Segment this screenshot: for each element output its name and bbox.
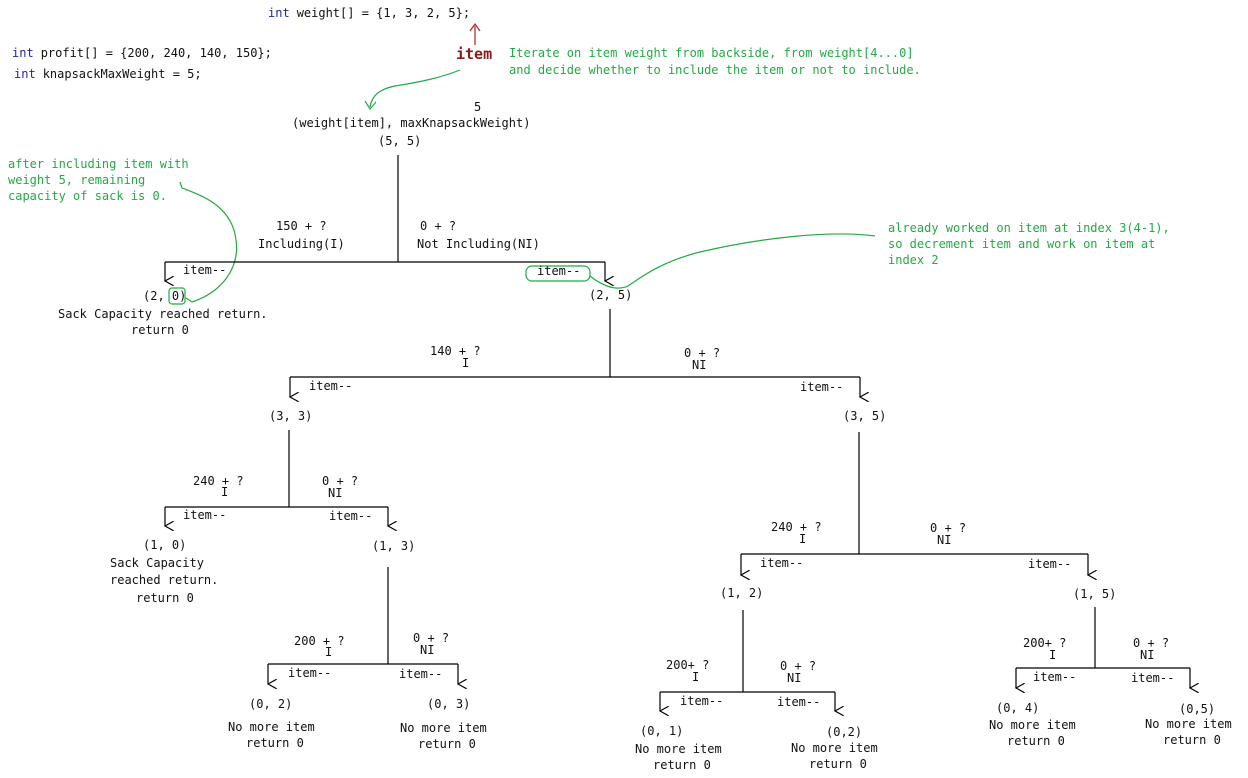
node-0-1: (0, 1): [640, 724, 683, 738]
leaf-0-2b-text-1: No more item: [791, 741, 878, 755]
right-note-line-1: already worked on item at index 3(4-1),: [888, 221, 1170, 235]
decrement-1-3-right: item--: [399, 667, 442, 681]
item-label: item: [456, 45, 492, 63]
label-1-3-include-profit: 200 + ?: [294, 634, 345, 648]
leaf-2-0-text-1: Sack Capacity reached return.: [58, 307, 268, 321]
decrement-3-5-left: item--: [760, 556, 803, 570]
label-1-3-include: I: [325, 645, 332, 659]
decrement-1-5-left: item--: [1033, 670, 1076, 684]
node-1-2: (1, 2): [720, 586, 763, 600]
iterate-note-line-1: Iterate on item weight from backside, fr…: [509, 46, 914, 60]
label-1-2-exclude-profit: 0 + ?: [780, 659, 816, 673]
root-signature: (weight[item], maxKnapsackWeight): [292, 116, 530, 130]
right-note-connector: [589, 233, 876, 289]
decrement-highlight: [525, 265, 591, 282]
label-root-exclude-profit: 0 + ?: [420, 219, 456, 233]
node-1-3: (1, 3): [372, 539, 415, 553]
decrement-3-3-right: item--: [329, 509, 372, 523]
item-to-weight-connector: [369, 69, 461, 108]
node-1-0: (1, 0): [143, 538, 186, 552]
node-3-3: (3, 3): [269, 409, 312, 423]
label-1-3-exclude-profit: 0 + ?: [413, 631, 449, 645]
label-root-include-profit: 150 + ?: [276, 219, 327, 233]
label-3-3-exclude-profit: 0 + ?: [322, 474, 358, 488]
label-3-3-exclude: NI: [328, 486, 342, 500]
label-1-5-include-profit: 200+ ?: [1023, 636, 1066, 650]
leaf-0-5-text-1: No more item: [1145, 717, 1232, 731]
left-note-line-3: capacity of sack is 0.: [8, 189, 167, 203]
label-3-5-include-profit: 240 + ?: [771, 520, 822, 534]
decrement-1-3-left: item--: [288, 666, 331, 680]
label-root-include: Including(I): [258, 237, 345, 251]
node-0-2: (0, 2): [249, 697, 292, 711]
left-note-connector: [179, 181, 238, 303]
label-1-5-include: I: [1049, 648, 1056, 662]
label-root-exclude: Not Including(NI): [417, 237, 540, 251]
leaf-0-5-text-2: return 0: [1163, 733, 1221, 747]
leaf-2-0-text-2: return 0: [131, 323, 189, 337]
left-note-line-2: weight 5, remaining: [8, 173, 145, 187]
node-0-2b: (0,2): [826, 725, 862, 739]
leaf-0-4-text-2: return 0: [1007, 734, 1065, 748]
decrement-1-2-right: item--: [777, 695, 820, 709]
decrement-3-3-left: item--: [183, 508, 226, 522]
left-note-line-1: after including item with: [8, 157, 189, 171]
decrement-1-5-right: item--: [1131, 671, 1174, 685]
node-2-5: (2, 5): [589, 288, 632, 302]
leaf-0-1-text-2: return 0: [653, 758, 711, 772]
label-2-5-exclude: NI: [692, 358, 706, 372]
node-0-4: (0, 4): [996, 701, 1039, 715]
leaf-0-3-text-1: No more item: [400, 721, 487, 735]
item-to-weight-arrowhead: [364, 100, 377, 111]
iterate-note-line-2: and decide whether to include the item o…: [509, 63, 921, 77]
label-1-2-exclude: NI: [787, 671, 801, 685]
item-pointer-arrowhead: [469, 22, 481, 32]
label-3-5-include: I: [799, 532, 806, 546]
label-3-3-include-profit: 240 + ?: [193, 474, 244, 488]
leaf-1-0-text-2: reached return.: [110, 573, 218, 587]
decrement-1-2-left: item--: [680, 694, 723, 708]
decrement-root-left: item--: [183, 263, 226, 277]
node-0-3: (0, 3): [427, 697, 470, 711]
leaf-0-1-text-1: No more item: [635, 742, 722, 756]
decrement-root-right: item--: [537, 264, 580, 278]
decrement-2-5-right: item--: [800, 380, 843, 394]
root-above-label: 5: [474, 100, 481, 114]
label-3-3-include: I: [221, 485, 228, 499]
leaf-0-2-text-2: return 0: [246, 736, 304, 750]
node-0-5: (0,5): [1179, 702, 1215, 716]
decrement-3-5-right: item--: [1028, 557, 1071, 571]
leaf-1-0-text-3: return 0: [136, 591, 194, 605]
right-note-line-2: so decrement item and work on item at: [888, 237, 1155, 251]
label-2-5-exclude-profit: 0 + ?: [684, 346, 720, 360]
leaf-0-4-text-1: No more item: [989, 718, 1076, 732]
label-2-5-include-profit: 140 + ?: [430, 344, 481, 358]
label-2-5-include: I: [462, 356, 469, 370]
label-1-2-include-profit: 200+ ?: [666, 658, 709, 672]
label-3-5-exclude: NI: [937, 533, 951, 547]
label-1-3-exclude: NI: [420, 643, 434, 657]
node-root: (5, 5): [378, 134, 421, 148]
label-1-5-exclude: NI: [1140, 648, 1154, 662]
leaf-1-0-text-1: Sack Capacity: [110, 556, 204, 570]
node-2-0: (2, 0): [143, 289, 186, 303]
label-1-5-exclude-profit: 0 + ?: [1133, 636, 1169, 650]
right-note-line-3: index 2: [888, 253, 939, 267]
label-1-2-include: I: [692, 670, 699, 684]
node-1-5: (1, 5): [1073, 587, 1116, 601]
leaf-0-3-text-2: return 0: [418, 737, 476, 751]
leaf-0-2-text-1: No more item: [228, 720, 315, 734]
node-3-5: (3, 5): [843, 409, 886, 423]
leaf-0-2b-text-2: return 0: [809, 757, 867, 771]
decrement-2-5-left: item--: [309, 379, 352, 393]
capacity-highlight: [168, 287, 186, 305]
label-3-5-exclude-profit: 0 + ?: [930, 521, 966, 535]
